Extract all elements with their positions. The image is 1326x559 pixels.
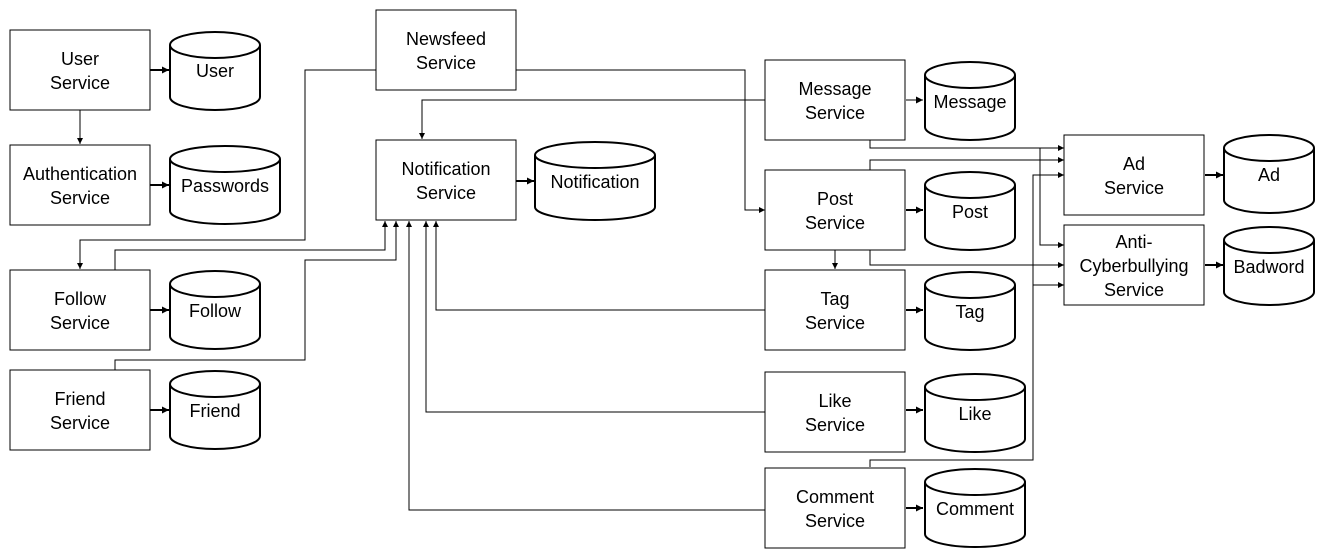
- comment-database: Comment: [923, 468, 1026, 548]
- edge-comment-to-ad: [869, 172, 1064, 467]
- comment-service-label-1: Comment: [796, 487, 874, 507]
- connectors: [77, 66, 1223, 512]
- ad-service-label-1: Ad: [1123, 154, 1145, 174]
- comment-service: Comment Service: [764, 467, 906, 549]
- ad-database: Ad: [1222, 134, 1315, 214]
- authentication-service: Authentication Service: [9, 144, 151, 226]
- like-service-label-1: Like: [818, 391, 851, 411]
- edge-message-to-notification: [419, 99, 765, 139]
- message-database: Message: [923, 61, 1016, 141]
- comment-service-label-2: Service: [805, 511, 865, 531]
- user-database: User: [168, 31, 261, 111]
- edge-tag-to-notification: [433, 221, 765, 311]
- tag-service: Tag Service: [764, 269, 906, 351]
- passwords-database: Passwords: [168, 145, 281, 225]
- friend-database: Friend: [168, 370, 261, 450]
- badword-database-label: Badword: [1233, 257, 1304, 277]
- follow-service-label-1: Follow: [54, 289, 107, 309]
- newsfeed-service-label-2: Service: [416, 53, 476, 73]
- user-service: User Service: [9, 29, 151, 111]
- edge-follow-to-notification: [114, 221, 388, 270]
- post-database-label: Post: [952, 202, 988, 222]
- anti-cyberbullying-service-label-1: Anti-: [1115, 232, 1152, 252]
- edge-message-to-anti: [1039, 148, 1064, 248]
- follow-service: Follow Service: [9, 269, 151, 351]
- follow-service-label-2: Service: [50, 313, 110, 333]
- like-service-label-2: Service: [805, 415, 865, 435]
- edge-friend-to-notification: [114, 221, 399, 370]
- user-service-label-2: Service: [50, 73, 110, 93]
- authentication-service-label-2: Service: [50, 188, 110, 208]
- friend-service-label-1: Friend: [54, 389, 105, 409]
- anti-cyberbullying-service-label-2: Cyberbullying: [1079, 256, 1188, 276]
- friend-service: Friend Service: [9, 369, 151, 451]
- message-service-label-1: Message: [798, 79, 871, 99]
- follow-database-label: Follow: [189, 301, 242, 321]
- like-database-label: Like: [958, 404, 991, 424]
- authentication-service-label-1: Authentication: [23, 164, 137, 184]
- edge-post-to-anti: [869, 250, 1064, 268]
- tag-database: Tag: [923, 271, 1016, 351]
- edge-message-to-ad: [869, 140, 1064, 151]
- notification-database-label: Notification: [550, 172, 639, 192]
- friend-database-label: Friend: [189, 401, 240, 421]
- badword-database: Badword: [1222, 226, 1315, 306]
- passwords-database-label: Passwords: [181, 176, 269, 196]
- newsfeed-service-label-1: Newsfeed: [406, 29, 486, 49]
- ad-service: Ad Service: [1063, 134, 1205, 216]
- edge-post-to-ad: [869, 157, 1064, 170]
- newsfeed-service: Newsfeed Service: [375, 9, 517, 91]
- friend-service-label-2: Service: [50, 413, 110, 433]
- follow-database: Follow: [168, 270, 261, 350]
- user-database-label: User: [196, 61, 234, 81]
- message-database-label: Message: [933, 92, 1006, 112]
- post-database: Post: [923, 171, 1016, 251]
- edge-like-to-notification: [423, 221, 765, 413]
- notification-service-label-1: Notification: [401, 159, 490, 179]
- tag-database-label: Tag: [955, 302, 984, 322]
- like-service: Like Service: [764, 371, 906, 453]
- notification-service: Notification Service: [375, 139, 517, 221]
- comment-database-label: Comment: [936, 499, 1014, 519]
- edge-comment-to-notification: [406, 221, 765, 511]
- edge-newsfeed-to-post: [516, 69, 765, 213]
- tag-service-label-2: Service: [805, 313, 865, 333]
- notification-service-label-2: Service: [416, 183, 476, 203]
- notification-database: Notification: [533, 141, 656, 221]
- anti-cyberbullying-service-label-3: Service: [1104, 280, 1164, 300]
- message-service-label-2: Service: [805, 103, 865, 123]
- ad-service-label-2: Service: [1104, 178, 1164, 198]
- ad-database-label: Ad: [1258, 165, 1280, 185]
- tag-service-label-1: Tag: [820, 289, 849, 309]
- post-service-label-2: Service: [805, 213, 865, 233]
- user-service-label-1: User: [61, 49, 99, 69]
- post-service-label-1: Post: [817, 189, 853, 209]
- like-database: Like: [923, 373, 1026, 453]
- message-service: Message Service: [764, 59, 906, 141]
- anti-cyberbullying-service: Anti- Cyberbullying Service: [1063, 224, 1205, 306]
- post-service: Post Service: [764, 169, 906, 251]
- edge-newsfeed-to-follow: [77, 69, 376, 269]
